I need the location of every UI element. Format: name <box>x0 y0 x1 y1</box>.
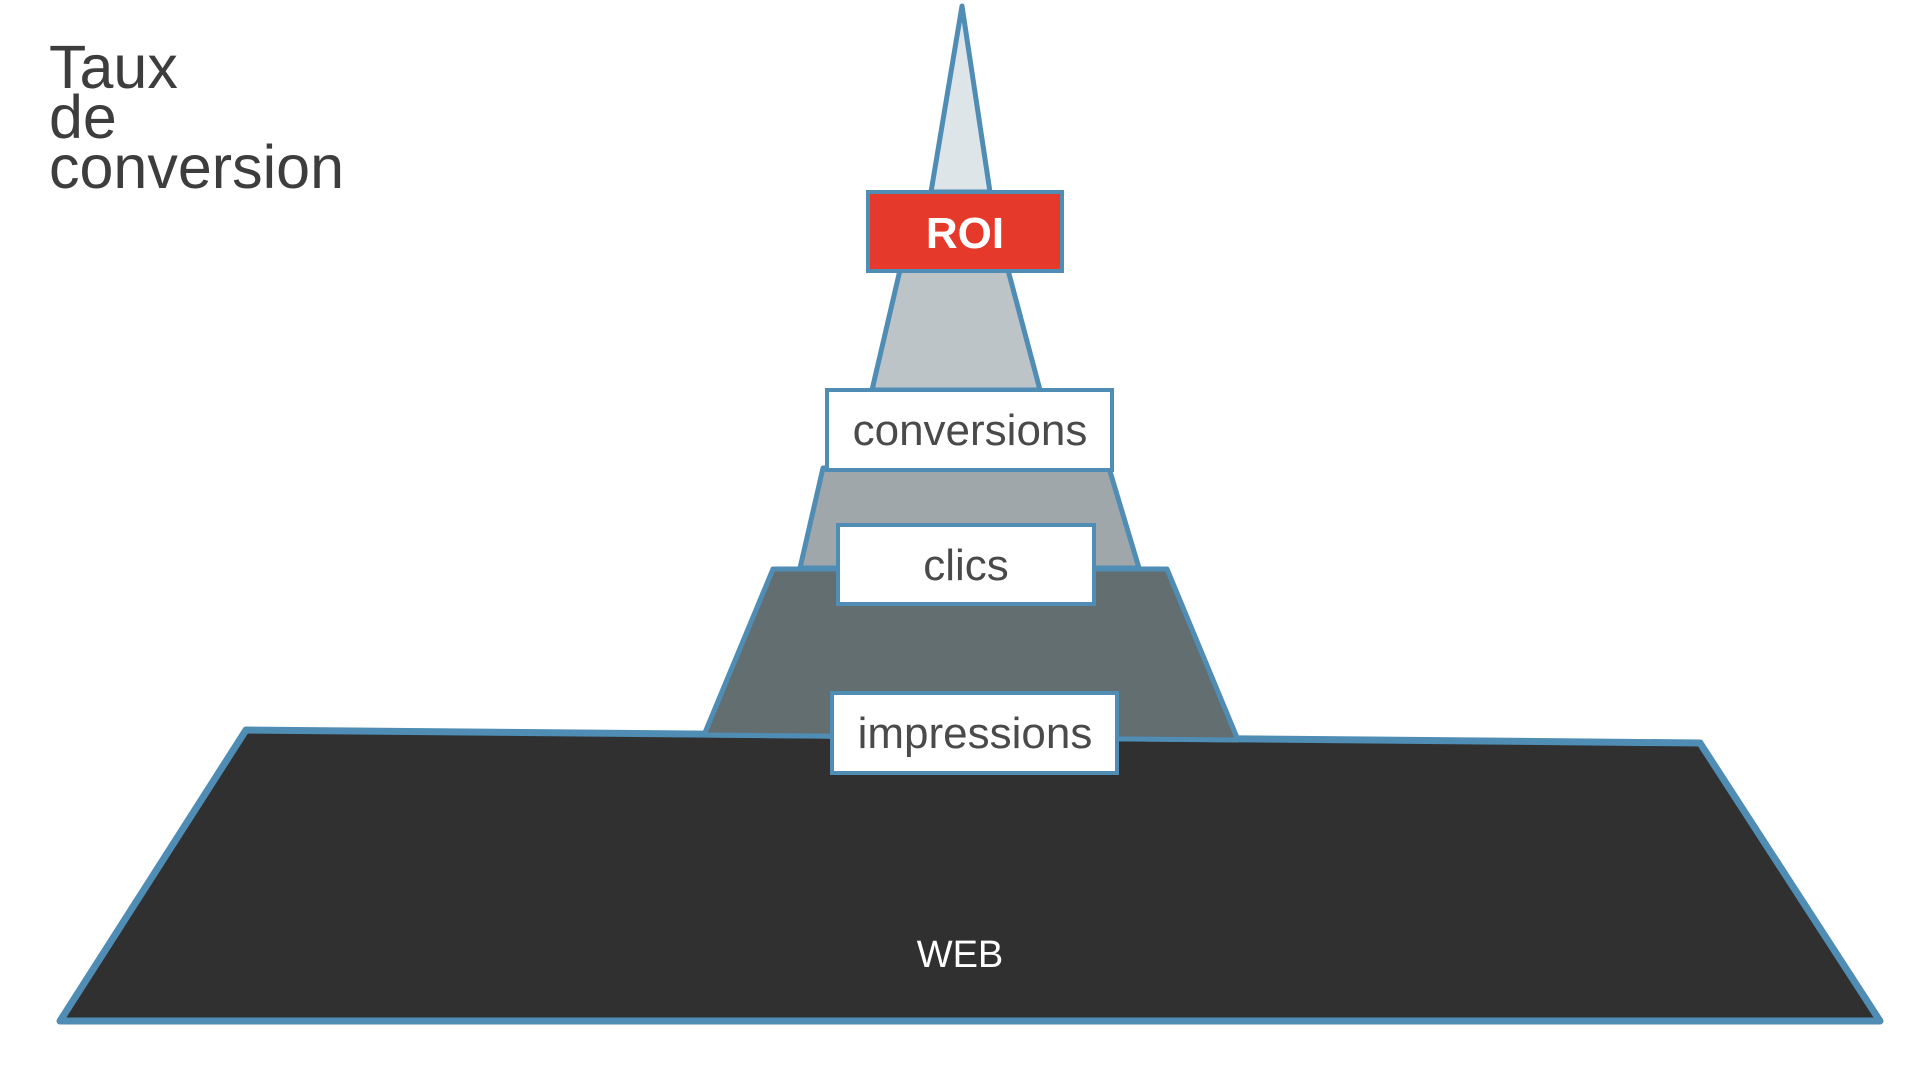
impressions-box: impressions <box>830 691 1119 775</box>
web-label: WEB <box>917 934 1004 976</box>
impressions-box-bg <box>830 691 1119 775</box>
slide-title: Taux de conversion <box>49 33 344 201</box>
title-line-2: de <box>49 83 117 151</box>
conversions-band <box>869 267 1043 393</box>
roi-label: ROI <box>926 209 1004 258</box>
conversions-label: conversions <box>853 406 1088 455</box>
web-base <box>56 726 1884 1025</box>
title-line-1: Taux <box>49 33 178 101</box>
impressions-label: impressions <box>858 709 1093 758</box>
conversions-box-bg <box>825 388 1114 472</box>
clics-label: clics <box>923 541 1009 590</box>
clics-box-bg <box>836 523 1096 606</box>
spire <box>928 3 993 195</box>
title-line-3: conversion <box>49 133 344 201</box>
roi-box-bg <box>866 190 1064 273</box>
clics-box: clics <box>836 523 1096 606</box>
roi-box: ROI <box>866 190 1064 273</box>
conversions-box: conversions <box>825 388 1114 472</box>
